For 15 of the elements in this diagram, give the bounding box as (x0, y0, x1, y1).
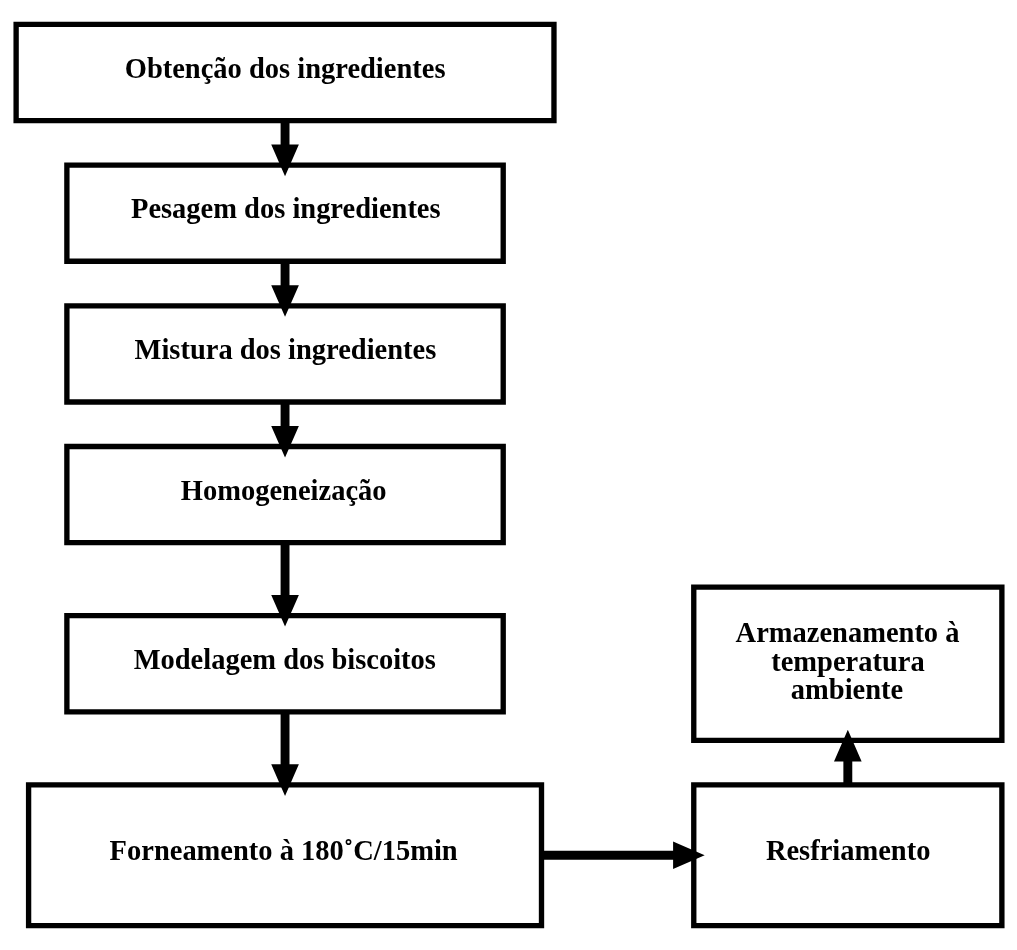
node-box: Pesagem dos ingredientes (63, 162, 506, 264)
node-box: Homogeneização (63, 443, 506, 546)
arrow (270, 712, 299, 796)
arrow (833, 729, 862, 785)
arrow (270, 543, 299, 627)
arrow (270, 120, 299, 177)
arrow (541, 841, 705, 870)
node-box: Armazenamento à temperatura ambiente (690, 584, 1005, 744)
node-box: Modelagem dos biscoitos (63, 613, 506, 715)
node-box: Obtenção dos ingredientes (12, 21, 557, 124)
arrow (270, 261, 299, 317)
node-box: Mistura dos ingredientes (63, 303, 506, 405)
arrow (270, 402, 299, 458)
node-box: Resfriamento (690, 782, 1005, 929)
node-box: Forneamento à 180˚C/15min (25, 782, 544, 929)
